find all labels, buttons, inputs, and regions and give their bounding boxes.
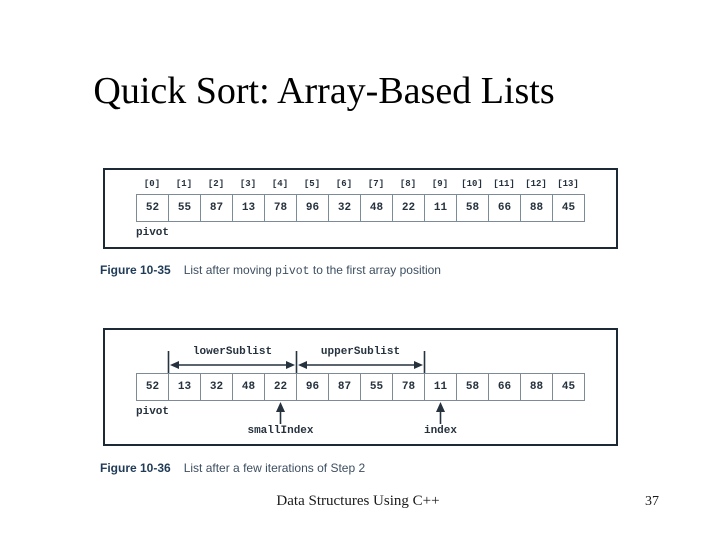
array-cell: 13 xyxy=(168,373,201,401)
array-cell: 22 xyxy=(392,194,425,222)
array-cell: 78 xyxy=(392,373,425,401)
array-index-label: [12] xyxy=(525,179,547,189)
array-cell: 78 xyxy=(264,194,297,222)
array-index-label: [1] xyxy=(175,179,193,189)
array-cell: 66 xyxy=(488,194,521,222)
sublist-and-pointer-arrows-graphic xyxy=(167,351,445,424)
array-index-label: [7] xyxy=(367,179,385,189)
caption-text-after: to the first array position xyxy=(309,263,441,277)
slide-title: Quick Sort: Array-Based Lists xyxy=(93,70,555,112)
array-cell: 88 xyxy=(520,373,553,401)
array-index-label: [3] xyxy=(239,179,257,189)
pivot-label: pivot xyxy=(136,227,170,239)
array-index-label: [13] xyxy=(557,179,579,189)
figure-caption-text: List after a few iterations of Step 2 xyxy=(183,461,366,475)
figure-10-35-caption: Figure 10-35 List after moving pivot to t… xyxy=(100,263,441,278)
footer-title: Data Structures Using C++ xyxy=(276,493,440,509)
array-cell: 55 xyxy=(360,373,393,401)
array-cell: 45 xyxy=(552,194,585,222)
array-cell: 55 xyxy=(168,194,201,222)
array-index-label: [10] xyxy=(461,179,483,189)
array-cell: 11 xyxy=(424,373,457,401)
figure-caption-number: Figure 10-36 xyxy=(100,461,171,475)
upper-sublist-label: upperSublist xyxy=(320,346,401,358)
array-index-label: [2] xyxy=(207,179,225,189)
page-number: 37 xyxy=(645,494,659,509)
caption-text-before: List after moving xyxy=(183,263,276,277)
array-cell: 22 xyxy=(264,373,297,401)
array-cell: 48 xyxy=(360,194,393,222)
array-cell: 87 xyxy=(328,373,361,401)
array-cell: 45 xyxy=(552,373,585,401)
array-index-label: [5] xyxy=(303,179,321,189)
array-cell: 58 xyxy=(456,373,489,401)
array-cell: 96 xyxy=(296,373,329,401)
array-cell: 66 xyxy=(488,373,521,401)
array-index-label: [11] xyxy=(493,179,515,189)
array-index-row: [0] [1] [2] [3] [4] [5] [6] [7] [8] [9] [10] [11] [1… xyxy=(136,179,584,189)
figure-caption-text: List after moving pivot to the first arr… xyxy=(183,263,441,278)
array-cell: 52 xyxy=(136,194,169,222)
array-cell: 32 xyxy=(200,373,233,401)
array-cell: 11 xyxy=(424,194,457,222)
figure-10-35-diagram: [0] [1] [2] [3] [4] [5] [6] [7] [8] [9] [10] [11] [1… xyxy=(103,168,618,249)
array-index-label: [4] xyxy=(271,179,289,189)
figure-10-36-caption: Figure 10-36 List after a few iterations … xyxy=(100,461,365,475)
array-index-label: [0] xyxy=(143,179,161,189)
array-index-label: [9] xyxy=(431,179,449,189)
small-index-label: smallIndex xyxy=(247,425,314,437)
figure-caption-number: Figure 10-35 xyxy=(100,263,171,277)
array-index-label: [8] xyxy=(399,179,417,189)
array-cell: 32 xyxy=(328,194,361,222)
array-cell: 58 xyxy=(456,194,489,222)
caption-code-pivot: pivot xyxy=(275,265,310,278)
array-index-label: [6] xyxy=(335,179,353,189)
array-cell: 52 xyxy=(136,373,169,401)
array-cell: 96 xyxy=(296,194,329,222)
array-cell: 87 xyxy=(200,194,233,222)
index-label: index xyxy=(423,425,457,437)
array-cell: 48 xyxy=(232,373,265,401)
array-cell: 13 xyxy=(232,194,265,222)
lower-sublist-label: lowerSublist xyxy=(192,346,273,358)
pivot-label: pivot xyxy=(136,406,170,418)
array-cell: 88 xyxy=(520,194,553,222)
